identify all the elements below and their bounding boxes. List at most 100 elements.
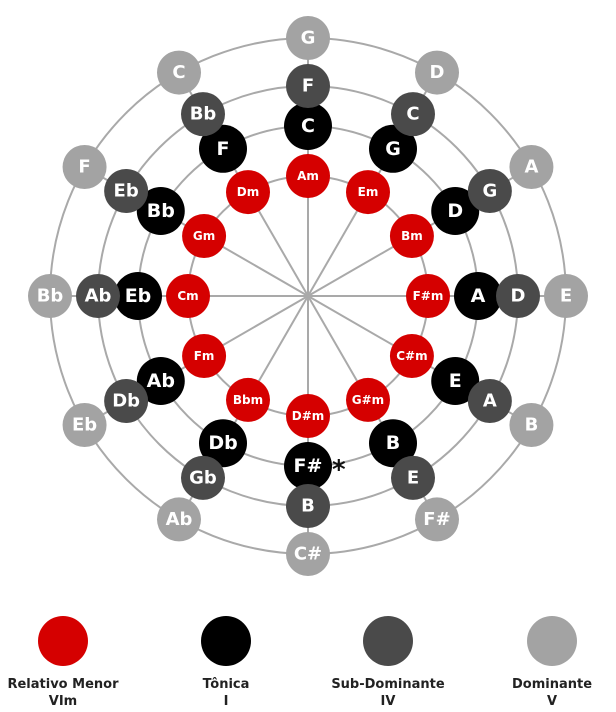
note-circle — [284, 102, 332, 150]
note-node-relative-minor: C#m — [389, 334, 434, 378]
note-label: Bb — [37, 286, 64, 307]
note-circle — [182, 214, 227, 258]
note-label: E — [449, 370, 462, 392]
note-node-tonic: F# — [284, 442, 332, 490]
note-node-dominant: B — [509, 403, 554, 447]
note-node-relative-minor: F#m — [406, 274, 450, 318]
note-circle — [181, 92, 225, 137]
note-circle — [286, 64, 330, 108]
circle-of-fifths-diagram: AmEmBmF#mC#mG#mD#mBbmFmCmGmDmCGDAEBF#DbA… — [28, 16, 588, 576]
note-circle — [62, 403, 107, 447]
note-label: C — [406, 104, 419, 125]
note-label: A — [483, 391, 497, 412]
note-circle — [226, 377, 270, 422]
legend-sub: V — [546, 694, 558, 709]
note-label: F#m — [413, 289, 444, 303]
note-label: Eb — [114, 181, 139, 202]
note-node-relative-minor: Em — [346, 170, 390, 215]
note-node-subdominant: B — [286, 484, 330, 528]
note-label: D — [430, 62, 445, 83]
note-label: Cm — [177, 289, 198, 303]
note-circle — [389, 334, 434, 378]
note-node-subdominant: C — [391, 92, 435, 137]
note-circle — [346, 170, 390, 215]
note-label: C# — [294, 544, 322, 565]
note-label: F — [78, 157, 90, 178]
note-circle — [136, 357, 185, 405]
note-node-relative-minor: G#m — [346, 377, 390, 422]
note-circle — [369, 124, 417, 173]
note-circle — [467, 379, 512, 423]
note-node-subdominant: E — [391, 455, 435, 500]
note-node-relative-minor: D#m — [286, 394, 330, 438]
note-node-subdominant: Gb — [181, 455, 225, 500]
note-node-dominant: Eb — [62, 403, 107, 447]
legend-swatch-relative-minor — [38, 616, 88, 666]
note-circle — [166, 274, 210, 318]
note-label: D#m — [292, 409, 325, 423]
note-circle — [431, 187, 480, 235]
note-circle — [286, 532, 330, 576]
note-label: B — [525, 415, 539, 436]
note-node-subdominant: Db — [104, 379, 149, 423]
note-node-subdominant: D — [496, 274, 540, 318]
note-circle — [391, 455, 435, 500]
note-label: Ab — [147, 370, 175, 392]
note-node-relative-minor: Bbm — [226, 377, 270, 422]
note-label: A — [524, 157, 538, 178]
note-node-dominant: C — [157, 50, 201, 95]
note-node-dominant: F — [62, 145, 107, 189]
note-circle — [104, 169, 149, 213]
legend-sub: I — [223, 694, 229, 709]
note-label: G — [482, 181, 497, 202]
note-label: Eb — [72, 415, 97, 436]
note-circle — [114, 272, 162, 320]
note-label: Bm — [401, 229, 423, 243]
note-label: Gm — [193, 229, 215, 243]
note-circle — [391, 92, 435, 137]
note-circle — [389, 214, 434, 258]
note-label: C#m — [396, 349, 427, 363]
note-circle — [286, 154, 330, 198]
legend-label: Dominante — [511, 677, 593, 692]
legend-swatch-dominant — [527, 616, 577, 666]
note-node-dominant: C# — [286, 532, 330, 576]
note-circle — [286, 394, 330, 438]
note-circle — [199, 419, 247, 468]
note-circle — [104, 379, 149, 423]
note-circle — [509, 145, 554, 189]
note-node-tonic: C — [284, 102, 332, 150]
note-label: Db — [112, 391, 140, 412]
note-node-dominant: D — [415, 50, 459, 95]
note-node-tonic: D — [431, 187, 480, 235]
note-circle — [226, 170, 270, 215]
note-node-dominant: Bb — [28, 274, 72, 318]
note-node-dominant: Ab — [157, 497, 201, 542]
note-label: E — [560, 286, 572, 307]
note-circle — [346, 377, 390, 422]
note-circle — [369, 419, 417, 468]
legend-label: Sub-Dominante — [331, 677, 445, 692]
note-label: Gb — [189, 467, 217, 488]
legend-subdominant: Sub-Dominante IV — [313, 600, 463, 710]
note-label: Eb — [125, 285, 152, 307]
note-node-subdominant: A — [467, 379, 512, 423]
note-label: Fm — [194, 349, 215, 363]
note-node-dominant: A — [509, 145, 554, 189]
note-label: Ab — [85, 286, 112, 307]
note-node-tonic: G — [369, 124, 417, 173]
note-circle — [136, 187, 185, 235]
note-node-relative-minor: Fm — [182, 334, 227, 378]
note-node-tonic: B — [369, 419, 417, 468]
legend-relative-minor: Relativo Menor VIm — [0, 600, 138, 710]
note-node-tonic: E — [431, 357, 480, 405]
legend-dominant: Dominante V — [477, 600, 616, 710]
note-circle — [509, 403, 554, 447]
note-label: G — [385, 138, 401, 160]
note-node-tonic: Ab — [136, 357, 185, 405]
note-node-dominant: E — [544, 274, 588, 318]
note-circle — [157, 50, 201, 95]
note-label: C — [172, 62, 185, 83]
note-label: Dm — [237, 185, 259, 199]
note-label: Bbm — [233, 393, 263, 407]
